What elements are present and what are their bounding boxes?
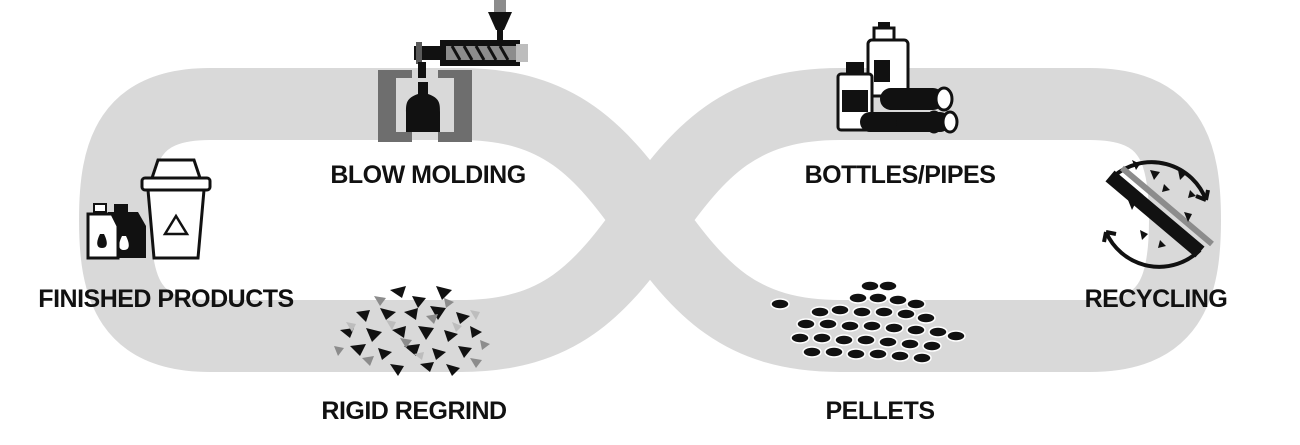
infinity-loop [79, 68, 1221, 372]
plastic-pellets-icon [770, 280, 966, 364]
label-blow-molding: BLOW MOLDING [330, 161, 525, 189]
label-bottles-pipes: BOTTLES/PIPES [805, 161, 996, 189]
stage-labels: BLOW MOLDING BOTTLES/PIPES FINISHED PROD… [38, 161, 1228, 425]
label-pellets: PELLETS [825, 397, 934, 425]
blow-molding-machine-icon [378, 0, 528, 142]
bottles-and-pipes-icon [836, 22, 959, 134]
infinity-loop-band [79, 68, 1221, 372]
label-finished-products: FINISHED PRODUCTS [38, 285, 293, 313]
label-rigid-regrind: RIGID REGRIND [321, 397, 506, 425]
label-recycling: RECYCLING [1085, 285, 1228, 313]
plastic-flakes-icon [334, 286, 490, 376]
recycle-bin-and-containers-icon [86, 158, 212, 260]
shredding-recycling-icon [1102, 160, 1214, 269]
